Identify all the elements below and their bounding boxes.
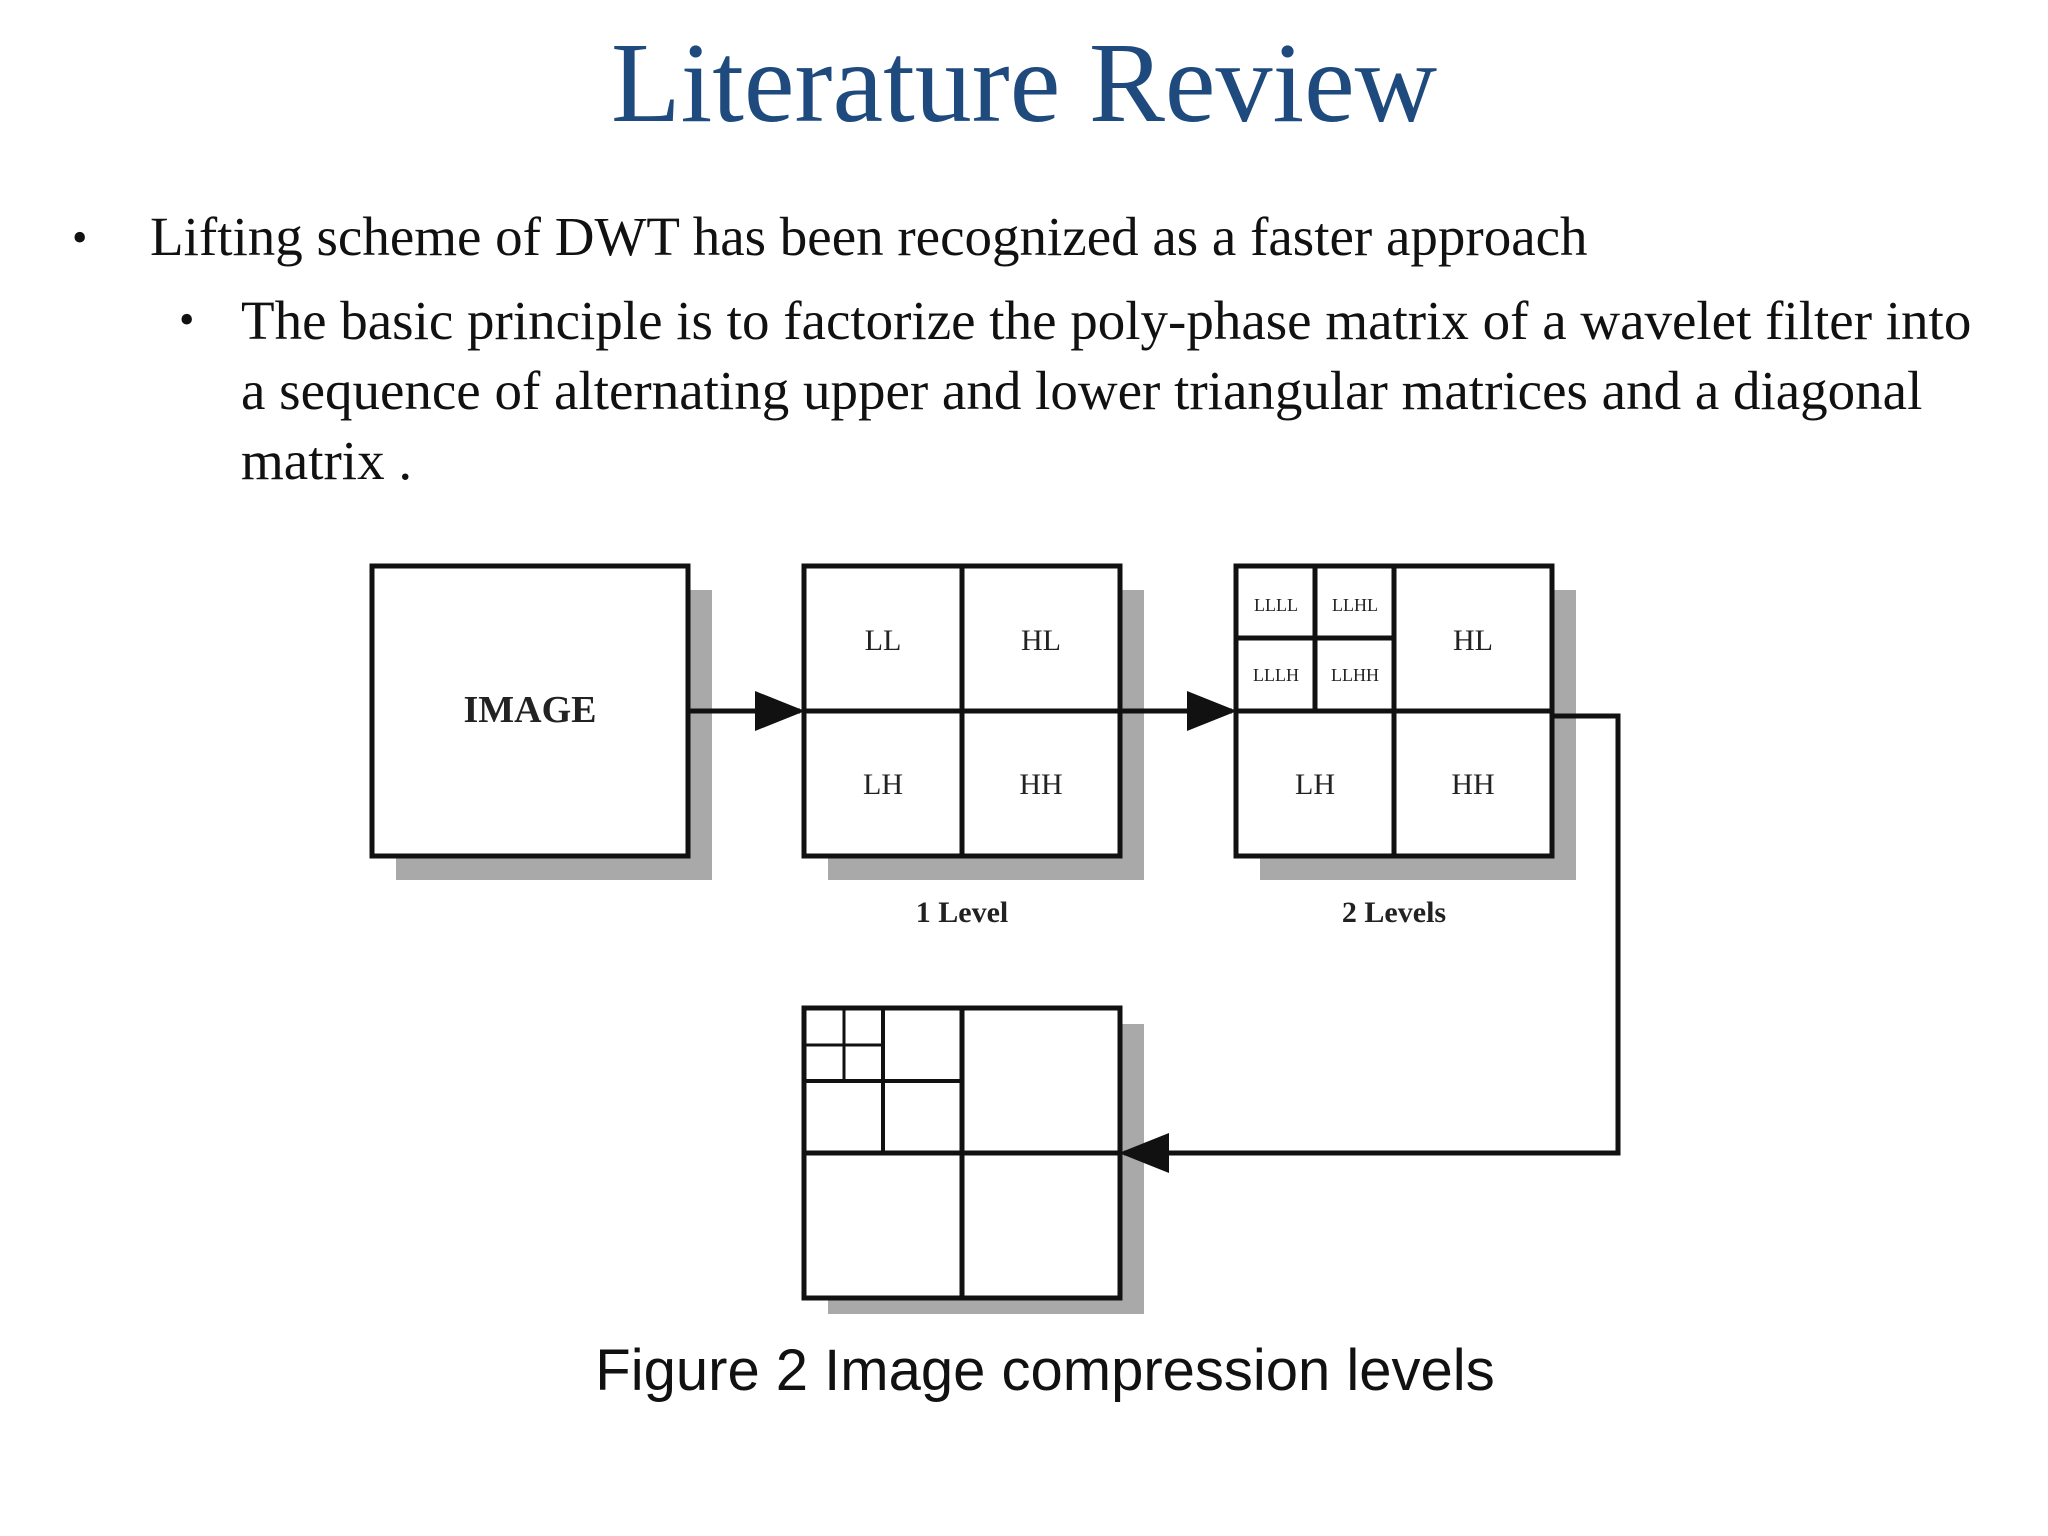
- level1-caption: 1 Level: [916, 896, 1008, 929]
- bullet-text: Lifting scheme of DWT has been recognize…: [150, 206, 1588, 267]
- bullet-item-level1: • Lifting scheme of DWT has been recogni…: [72, 202, 1970, 272]
- level2-hh-label: HH: [1451, 768, 1494, 801]
- level1-hl-label: HL: [1021, 624, 1061, 657]
- bullet-dot: •: [179, 295, 195, 344]
- level2-llhh-label: LLHH: [1331, 665, 1379, 685]
- level2-llll-label: LLLL: [1254, 595, 1298, 615]
- level3-box: [801, 1005, 1123, 1301]
- level2-llhl-label: LLHL: [1332, 595, 1378, 615]
- level2-hl-label: HL: [1453, 624, 1493, 657]
- image-label: IMAGE: [464, 689, 597, 731]
- level1-hh-label: HH: [1019, 768, 1062, 801]
- level2-box: LLLL LLHL LLLH LLHH HL LH HH: [1233, 563, 1555, 859]
- bullet-text: The basic principle is to factorize the …: [241, 290, 1972, 491]
- bullet-dot: •: [72, 213, 88, 262]
- bullet-item-level2: • The basic principle is to factorize th…: [179, 286, 1981, 496]
- level2-lh-label: LH: [1295, 768, 1335, 801]
- arrow-level2-to-level3: [1119, 713, 1621, 1173]
- level1-ll-label: LL: [865, 624, 902, 657]
- level1-lh-label: LH: [863, 768, 903, 801]
- level2-caption: 2 Levels: [1342, 896, 1446, 929]
- level1-box: LL HL LH HH: [801, 563, 1123, 859]
- level2-lllh-label: LLLH: [1253, 665, 1299, 685]
- figure-caption: Figure 2 Image compression levels: [595, 1338, 1495, 1403]
- image-box: IMAGE: [369, 563, 691, 859]
- slide-title: Literature Review: [610, 19, 1438, 146]
